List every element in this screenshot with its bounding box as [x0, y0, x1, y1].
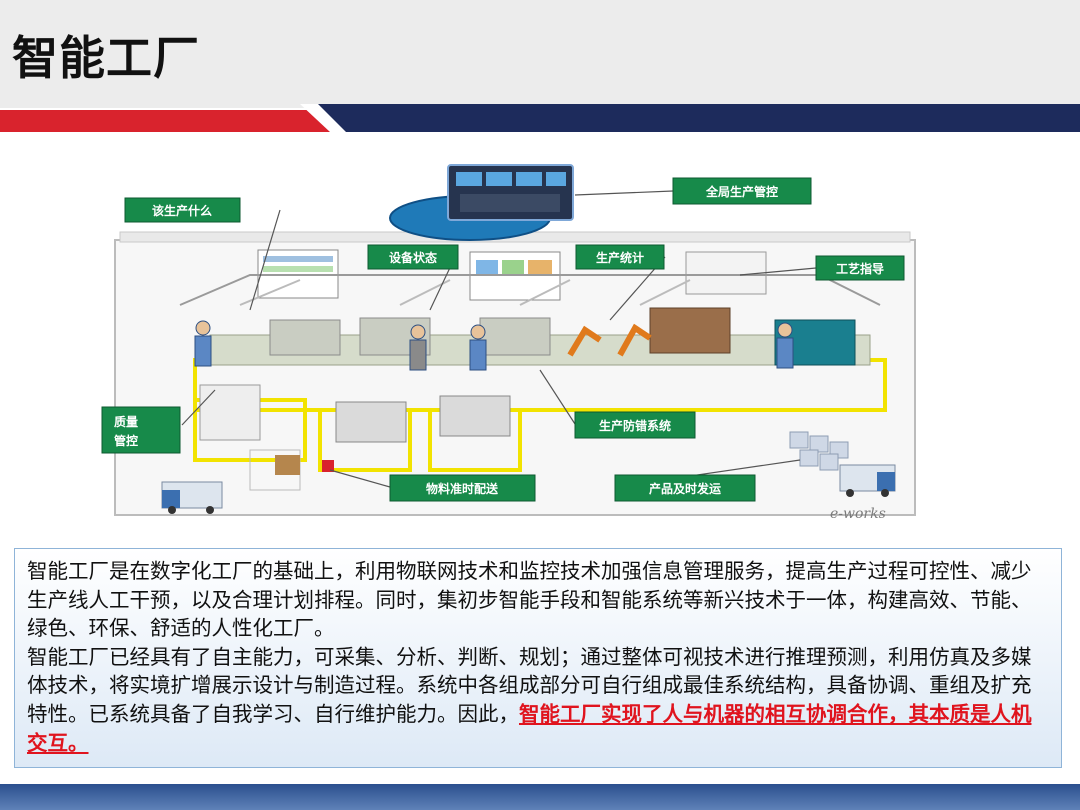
smart-factory-diagram: 全局生产管控 该生产什么 设备状态 生产统计 工艺指导 质量 管控 生产防错系统… [101, 164, 916, 522]
callout-product-shipping: 产品及时发运 [614, 474, 756, 502]
callout-process-guidance: 工艺指导 [815, 255, 905, 281]
callout-equipment-status-label: 设备状态 [389, 250, 437, 265]
material-cart-2 [439, 395, 511, 437]
watermark-logo: e-works [830, 506, 886, 522]
worker-figures [194, 320, 794, 371]
callout-product-shipping-label: 产品及时发运 [649, 481, 721, 496]
callout-what-to-produce: 该生产什么 [124, 197, 241, 223]
callout-error-proofing-label: 生产防错系统 [599, 418, 671, 433]
robot-arm-1 [567, 325, 602, 357]
material-cart-1 [335, 401, 407, 443]
callout-material-delivery-label: 物料准时配送 [426, 481, 499, 496]
callout-quality-control-line1: 质量 [114, 414, 138, 429]
page-title: 智能工厂 [12, 31, 200, 85]
callout-material-delivery: 物料准时配送 [389, 474, 536, 502]
product-stack-icon [789, 431, 849, 471]
description-paragraph-1: 智能工厂是在数字化工厂的基础上，利用物联网技术和监控技术加强信息管理服务，提高生… [27, 559, 1032, 641]
callout-global-control: 全局生产管控 [672, 177, 812, 205]
callout-quality-control-line2: 管控 [114, 433, 138, 448]
truck-right-icon [839, 464, 896, 497]
header-bar: 智能工厂 [0, 0, 1080, 108]
description-paragraph-2-text: 智能工厂已经具有了自主能力，可采集、分析、判断、规划；通过整体可视技术进行推理预… [27, 644, 1032, 726]
truck-left-icon [161, 481, 223, 514]
footer-bar [0, 784, 1080, 810]
callout-quality-control: 质量 管控 [101, 406, 181, 454]
machine-press [649, 307, 731, 354]
callout-process-guidance-label: 工艺指导 [836, 261, 884, 276]
storage-rack-1 [199, 384, 261, 441]
callout-equipment-status: 设备状态 [367, 244, 459, 270]
screen-3 [685, 251, 767, 295]
callout-production-stats-label: 生产统计 [596, 250, 644, 265]
header-accent-bands [0, 104, 1080, 132]
callout-what-to-produce-label: 该生产什么 [152, 203, 212, 218]
cargo-box [275, 455, 300, 475]
robot-arm-2 [617, 323, 652, 357]
callout-global-control-label: 全局生产管控 [705, 184, 778, 199]
description-highlight: 智能工厂实现了人与机器的相互协调合作，其本质是人机交互。 [27, 701, 1032, 755]
callout-production-stats: 生产统计 [575, 244, 665, 270]
description-box: 智能工厂是在数字化工厂的基础上，利用物联网技术和监控技术加强信息管理服务，提高生… [14, 548, 1062, 768]
callout-error-proofing: 生产防错系统 [574, 411, 696, 439]
description-paragraph-2: 智能工厂已经具有了自主能力，可采集、分析、判断、规划；通过整体可视技术进行推理预… [27, 643, 1049, 757]
